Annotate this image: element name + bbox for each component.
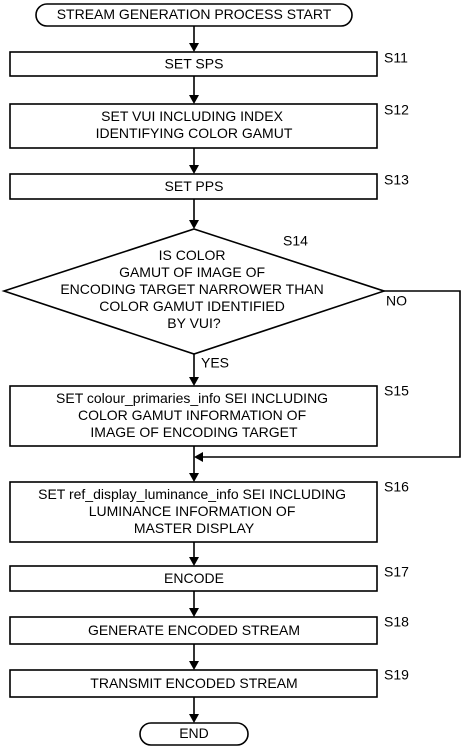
step-s11-id: S11 (384, 50, 408, 66)
arrowhead-s15 (189, 377, 199, 386)
step-s11: SET SPS S11 (9, 50, 408, 77)
step-s19-id: S19 (384, 667, 409, 683)
step-s19-text: TRANSMIT ENCODED STREAM (90, 675, 297, 691)
step-s15: SET colour_primaries_info SEI INCLUDING … (9, 383, 409, 447)
step-s18-text: GENERATE ENCODED STREAM (88, 622, 300, 638)
step-s19: TRANSMIT ENCODED STREAM S19 (9, 667, 409, 698)
arrowhead-s18 (189, 608, 199, 617)
step-s18: GENERATE ENCODED STREAM S18 (9, 614, 409, 645)
step-s13: SET PPS S13 (9, 172, 409, 200)
step-s12: SET VUI INCLUDING INDEX IDENTIFYING COLO… (9, 102, 409, 149)
arrowhead-end (189, 714, 199, 723)
step-s12-text: SET VUI INCLUDING INDEX IDENTIFYING COLO… (96, 108, 293, 141)
step-s17-id: S17 (384, 564, 409, 580)
arrowhead-s19 (189, 661, 199, 670)
step-s17: ENCODE S17 (9, 564, 409, 592)
step-s17-text: ENCODE (164, 570, 224, 586)
step-s15-text: SET colour_primaries_info SEI INCLUDING … (56, 390, 332, 440)
connectors (189, 26, 461, 723)
decision-s14: IS COLOR GAMUT OF IMAGE OF ENCODING TARG… (1, 228, 407, 371)
decision-s14-text: IS COLOR GAMUT OF IMAGE OF ENCODING TARG… (60, 247, 327, 331)
start-label: STREAM GENERATION PROCESS START (57, 6, 332, 22)
arrowhead-s12 (189, 95, 199, 104)
arrowhead-no-branch (194, 452, 203, 462)
step-s13-text: SET PPS (165, 178, 224, 194)
step-s18-id: S18 (384, 614, 409, 630)
step-s12-id: S12 (384, 102, 409, 118)
branch-yes-label: YES (201, 355, 229, 371)
step-s16-text: SET ref_display_luminance_info SEI INCLU… (38, 486, 350, 536)
arrowhead-s14 (189, 220, 199, 229)
connector-no-branch (203, 290, 461, 458)
step-s15-id: S15 (384, 383, 409, 399)
arrowhead-s11 (189, 43, 199, 52)
step-s11-text: SET SPS (165, 55, 224, 71)
step-s13-id: S13 (384, 172, 409, 188)
arrowhead-s13 (189, 165, 199, 174)
start-terminator: STREAM GENERATION PROCESS START (35, 3, 353, 27)
arrowhead-s16 (189, 473, 199, 482)
arrowhead-s17 (189, 557, 199, 566)
step-s16: SET ref_display_luminance_info SEI INCLU… (9, 479, 409, 543)
end-label: END (179, 725, 209, 741)
end-terminator: END (139, 722, 249, 746)
decision-s14-id: S14 (283, 233, 308, 249)
step-s16-id: S16 (384, 479, 409, 495)
branch-no-label: NO (386, 293, 407, 309)
